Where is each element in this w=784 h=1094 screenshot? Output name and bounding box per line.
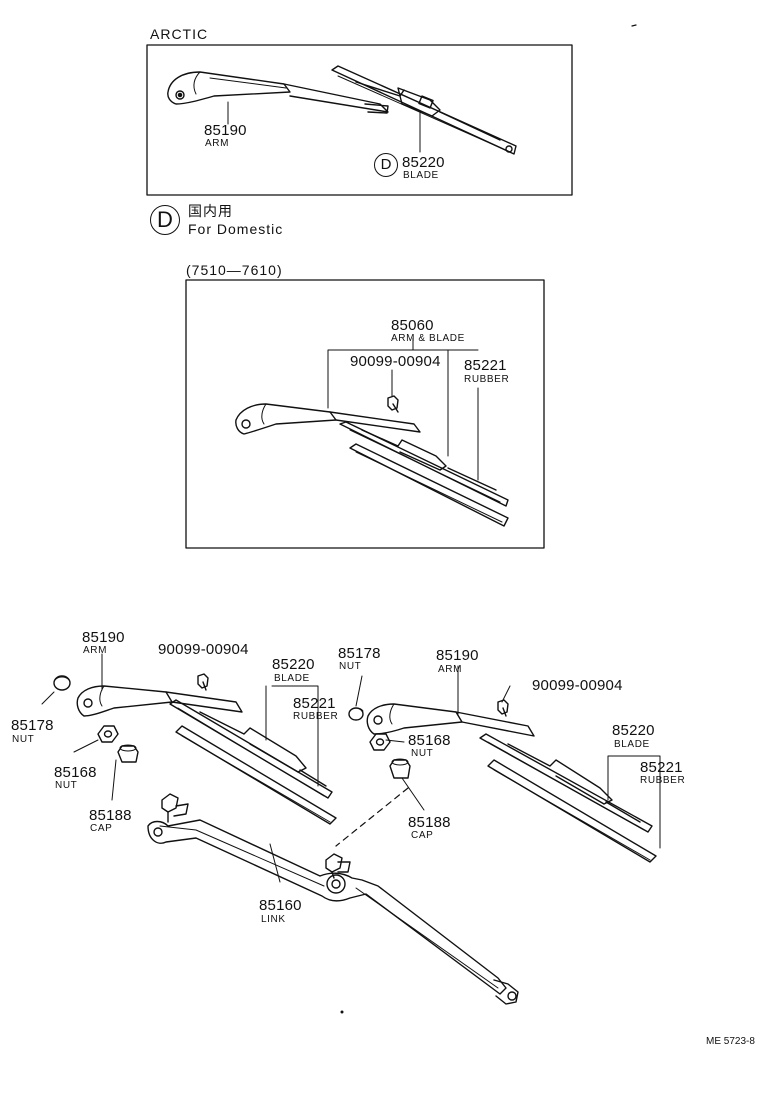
left-nut2-drawing — [97, 725, 119, 743]
left-cap-number: 85188 — [89, 807, 132, 824]
left-nut2-label: NUT — [55, 780, 78, 791]
left-rubber-number: 85221 — [293, 695, 336, 712]
link-number: 85160 — [259, 897, 302, 914]
right-rubber-label: RUBBER — [640, 775, 686, 786]
right-nut2-drawing — [369, 733, 391, 751]
arctic-arm-drawing — [167, 71, 389, 114]
right-blade-number: 85220 — [612, 722, 655, 739]
diagram-code: ME 5723-8 — [706, 1036, 755, 1047]
arctic-blade-drawing — [331, 65, 517, 155]
period-assy-label: ARM & BLADE — [391, 333, 465, 344]
period-screw-drawing — [387, 395, 399, 413]
legend-domestic-text: For Domestic — [188, 221, 284, 237]
left-arm-drawing — [76, 685, 243, 717]
link-drawing — [147, 793, 519, 1005]
legend-japanese-text: 国内用 — [188, 203, 233, 219]
arctic-frame — [146, 44, 573, 196]
right-nut2-number: 85168 — [408, 732, 451, 749]
left-cap-label: CAP — [90, 823, 113, 834]
right-nut1-label: NUT — [339, 661, 362, 672]
legend-domestic-mark: D — [150, 205, 180, 235]
right-blade-drawing — [479, 733, 653, 833]
left-rubber-label: RUBBER — [293, 711, 339, 722]
right-cap-drawing — [389, 758, 411, 779]
arctic-arm-number: 85190 — [204, 122, 247, 139]
right-cap-label: CAP — [411, 830, 434, 841]
left-cap-drawing — [117, 744, 139, 763]
period-arm-drawing — [235, 403, 421, 435]
arctic-title: ARCTIC — [150, 26, 209, 42]
right-rubber-drawing — [487, 759, 657, 863]
left-blade-label: BLADE — [274, 673, 310, 684]
period-assy-number: 85060 — [391, 317, 434, 334]
arctic-arm-label: ARM — [205, 138, 230, 149]
right-screw-drawing — [497, 699, 509, 717]
left-blade-number: 85220 — [272, 656, 315, 673]
right-screw-number: 90099-00904 — [532, 677, 623, 694]
left-nut1-label: NUT — [12, 734, 35, 745]
arctic-domestic-mark: D — [374, 153, 398, 177]
right-nut1-number: 85178 — [338, 645, 381, 662]
left-screw-drawing — [197, 673, 209, 691]
left-arm-number: 85190 — [82, 629, 125, 646]
period-rubber-label: RUBBER — [464, 374, 510, 385]
right-nut1-drawing — [348, 707, 364, 721]
left-arm-label: ARM — [83, 645, 108, 656]
left-screw-number: 90099-00904 — [158, 641, 249, 658]
right-arm-drawing — [366, 703, 535, 737]
right-rubber-number: 85221 — [640, 759, 683, 776]
period-blade-drawing — [339, 421, 509, 507]
arctic-blade-label: BLADE — [403, 170, 439, 181]
left-nut1-drawing — [53, 675, 71, 691]
arctic-blade-number: 85220 — [402, 154, 445, 171]
left-nut2-number: 85168 — [54, 764, 97, 781]
left-rubber-drawing — [175, 725, 337, 825]
period-rubber-drawing — [349, 443, 509, 527]
left-blade-drawing — [169, 699, 333, 799]
period-title: (7510—7610) — [186, 262, 283, 278]
right-arm-number: 85190 — [436, 647, 479, 664]
left-nut1-number: 85178 — [11, 717, 54, 734]
right-arm-label: ARM — [438, 664, 463, 675]
period-rubber-number: 85221 — [464, 357, 507, 374]
right-cap-number: 85188 — [408, 814, 451, 831]
right-nut2-label: NUT — [411, 748, 434, 759]
link-label: LINK — [261, 914, 286, 925]
period-frame — [185, 279, 545, 549]
right-blade-label: BLADE — [614, 739, 650, 750]
period-screw-number: 90099-00904 — [350, 353, 441, 370]
